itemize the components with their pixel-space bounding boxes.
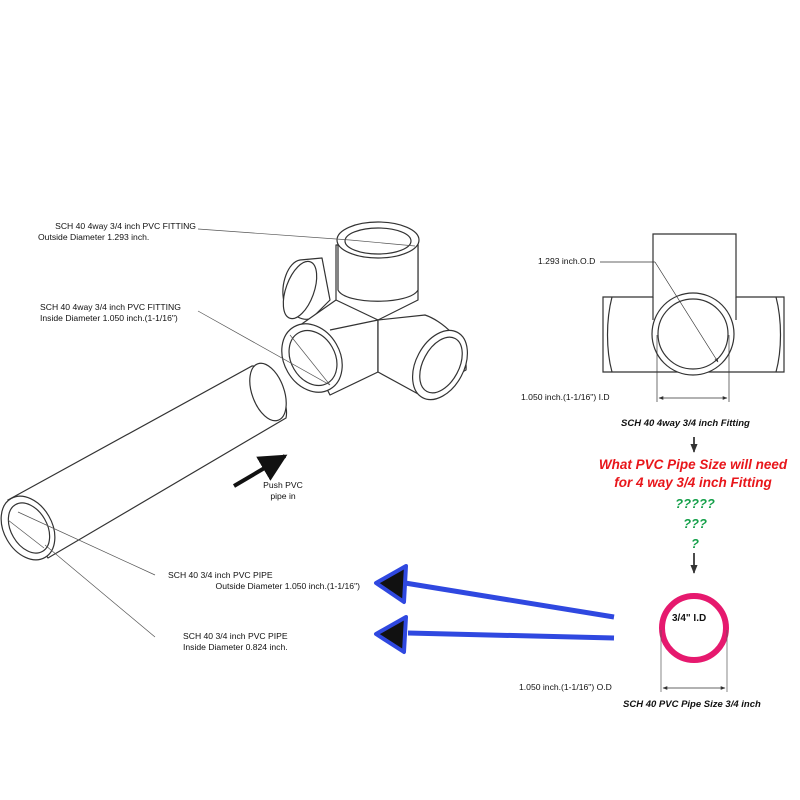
- pipe-id-line-1: SCH 40 3/4 inch PVC PIPE: [183, 631, 288, 641]
- pipe-id-label: SCH 40 3/4 inch PVC PIPE Inside Diameter…: [183, 631, 288, 653]
- black-push-arrow-icon: [232, 454, 288, 488]
- pipe-od-line-2: Outside Diameter 1.050 inch.(1-1/16"): [215, 581, 360, 591]
- push-line-1: Push PVC: [263, 480, 303, 490]
- question-marks-2: ???: [683, 516, 707, 531]
- question-line-1: What PVC Pipe Size will need: [598, 457, 788, 472]
- question-text: What PVC Pipe Size will need for 4 way 3…: [583, 456, 800, 492]
- fitting-front-view: [600, 233, 785, 402]
- pvc-pipe-3d: [0, 362, 288, 561]
- pipe-section-caption: SCH 40 PVC Pipe Size 3/4 inch: [623, 699, 761, 710]
- question-line-2: for 4 way 3/4 inch Fitting: [614, 475, 772, 490]
- front-od-label: 1.293 inch.O.D: [538, 256, 596, 266]
- four-way-fitting-3d: [281, 221, 469, 401]
- question-marks-3: ?: [691, 536, 699, 551]
- push-pipe-label: Push PVC pipe in: [258, 480, 308, 502]
- front-view-caption: SCH 40 4way 3/4 inch Fitting: [621, 418, 750, 429]
- pipe-cross-section: [659, 593, 729, 692]
- question-marks-1: ?????: [675, 496, 715, 511]
- pipe-id-line-2: Inside Diameter 0.824 inch.: [183, 642, 288, 652]
- ring-id-label: 3/4" I.D: [672, 613, 707, 624]
- fitting-od-label: SCH 40 4way 3/4 inch PVC FITTING Outside…: [20, 221, 196, 243]
- push-line-2: pipe in: [270, 491, 296, 501]
- fitting-id-line-2: Inside Diameter 1.050 inch.(1-1/16"): [40, 313, 178, 323]
- front-id-label: 1.050 inch.(1-1/16") I.D: [521, 392, 610, 402]
- question-marks: ????? ??? ?: [645, 494, 745, 554]
- fitting-od-line-1: SCH 40 4way 3/4 inch PVC FITTING: [55, 221, 196, 231]
- fitting-id-line-1: SCH 40 4way 3/4 inch PVC FITTING: [40, 302, 181, 312]
- pipe-od-line-1: SCH 40 3/4 inch PVC PIPE: [168, 570, 273, 580]
- leader-lines: [7, 228, 416, 638]
- pipe-od-label: SCH 40 3/4 inch PVC PIPE Outside Diamete…: [150, 570, 360, 592]
- pipe-section-od-label: 1.050 inch.(1-1/16") O.D: [519, 682, 612, 692]
- fitting-id-label: SCH 40 4way 3/4 inch PVC FITTING Inside …: [40, 302, 181, 324]
- blue-pointer-arrow-icon: [374, 564, 615, 654]
- fitting-od-line-2: Outside Diameter 1.293 inch.: [38, 232, 150, 242]
